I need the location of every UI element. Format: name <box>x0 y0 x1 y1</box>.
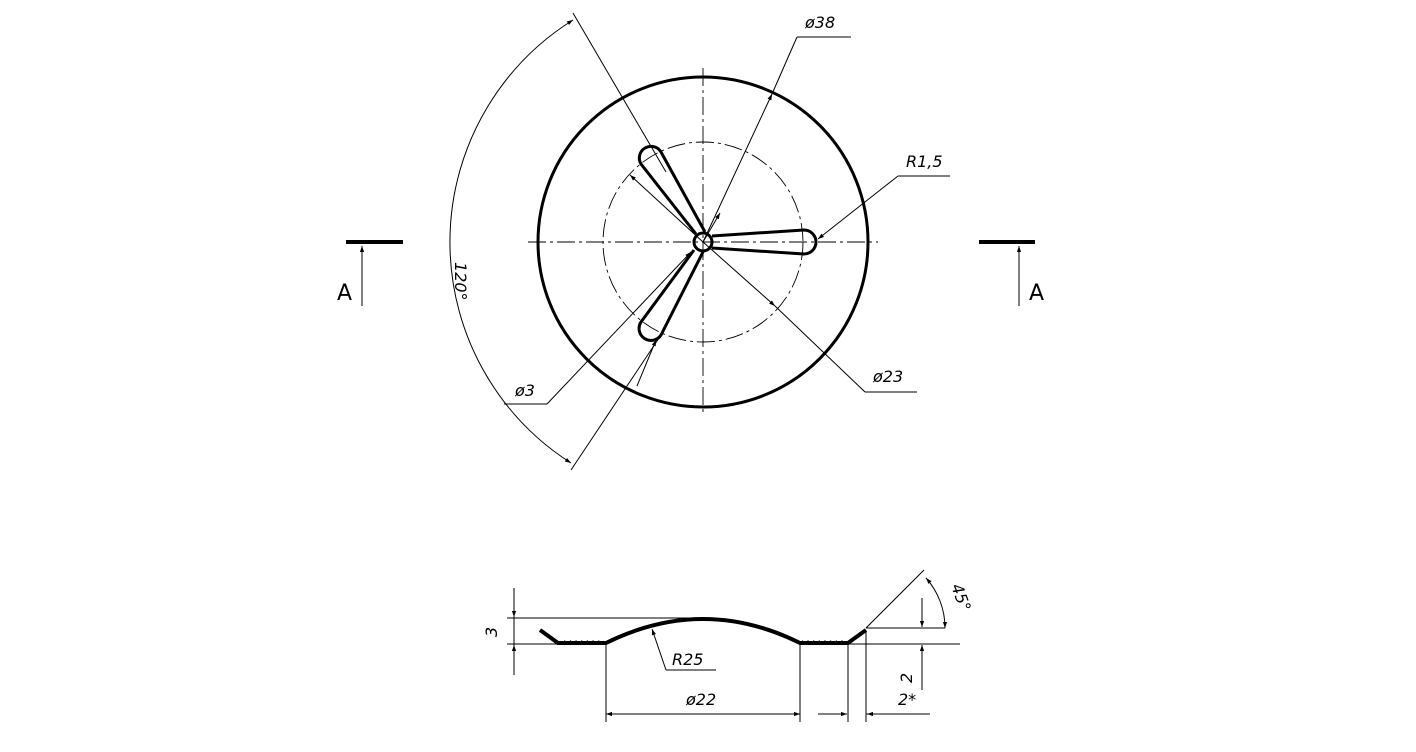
dim-angle120-text: 120° <box>451 262 470 301</box>
slot-arm-right <box>711 228 818 256</box>
dim-h2star-text: 2* <box>898 690 916 709</box>
dim-r25: R25 <box>651 628 716 671</box>
section-label-left: A <box>337 281 352 306</box>
section-view: 3 R25 ø22 2* 2 <box>482 569 975 722</box>
dim-d23: ø23 <box>629 174 917 393</box>
plan-view: ø38 R1,5 ø23 ø3 120° <box>337 12 1044 471</box>
dim-d3-text: ø3 <box>514 381 535 400</box>
dim-h3: 3 <box>482 588 703 675</box>
dim-d38: ø38 <box>702 13 851 243</box>
section-marker-right: A <box>979 240 1044 306</box>
slot-arm-upper-left <box>637 144 707 235</box>
dim-h2-text: 2 <box>897 673 916 683</box>
dim-d23-text: ø23 <box>872 367 903 386</box>
dim-angle45: 45° <box>865 569 975 629</box>
dim-r15: R1,5 <box>817 152 950 240</box>
center-hole <box>692 231 714 253</box>
slot-arm-lower-left <box>637 249 705 342</box>
section-profile <box>538 617 868 645</box>
hatch-left <box>560 640 604 644</box>
dim-d22-text: ø22 <box>685 690 716 709</box>
hatch-right <box>802 640 846 644</box>
dim-h3-text: 3 <box>482 627 501 637</box>
dim-h2star: 2* <box>818 632 930 722</box>
dim-d22: ø22 <box>605 645 801 722</box>
section-marker-left: A <box>337 240 403 306</box>
dim-angle45-text: 45° <box>947 581 975 614</box>
section-label-right: A <box>1029 281 1044 306</box>
dim-r25-text: R25 <box>672 650 703 669</box>
dim-d38-text: ø38 <box>804 13 835 32</box>
dim-angle120: 120° <box>449 12 667 471</box>
dim-r15-text: R1,5 <box>906 152 943 171</box>
